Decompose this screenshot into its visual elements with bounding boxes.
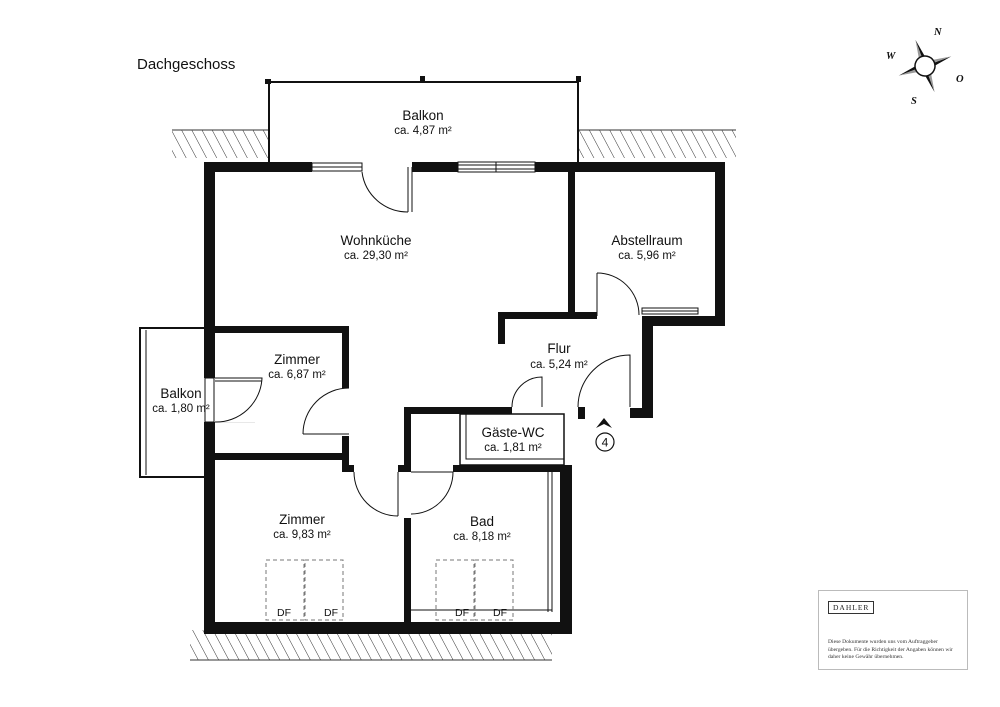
doors xyxy=(214,167,640,612)
room-area-gaeste-wc: ca. 1,81 m² xyxy=(484,442,542,454)
disclaimer-box: DAHLER Diese Dokumente wurden uns vom Au… xyxy=(818,590,968,670)
room-area-balkon-left: ca. 1,80 m² xyxy=(152,403,210,415)
compass-icon xyxy=(898,39,952,93)
room-name-wohnkueche: Wohnküche xyxy=(340,233,411,248)
plan-title: Dachgeschoss xyxy=(137,56,235,73)
wc-partition xyxy=(459,413,565,466)
entrance-arrow-icon xyxy=(596,418,612,428)
compass-label-w: W xyxy=(886,51,896,62)
room-area-wohnkueche: ca. 29,30 m² xyxy=(344,250,408,262)
room-area-zimmer-large: ca. 9,83 m² xyxy=(273,529,331,541)
room-name-balkon-top: Balkon xyxy=(402,108,443,123)
skylights xyxy=(265,559,514,621)
compass-label-s: S xyxy=(911,96,917,107)
skylight-label: DF xyxy=(324,607,338,619)
interior-walls xyxy=(215,172,597,622)
room-name-balkon-left: Balkon xyxy=(160,386,201,401)
room-name-zimmer-small: Zimmer xyxy=(274,352,320,367)
skylight-label: DF xyxy=(493,607,507,619)
compass-label-o: O xyxy=(956,74,964,85)
room-name-zimmer-large: Zimmer xyxy=(279,512,325,527)
entrance-number-circle xyxy=(595,432,615,452)
compass-label-n: N xyxy=(933,27,942,38)
room-name-bad: Bad xyxy=(470,514,494,529)
balcony-top-outline xyxy=(265,76,581,162)
compass-rose: N O S W xyxy=(886,27,964,107)
roof-hatching xyxy=(172,129,736,661)
room-area-zimmer-small: ca. 6,87 m² xyxy=(268,369,326,381)
entrance-marker: 4 xyxy=(595,418,615,452)
brand-logo: DAHLER xyxy=(828,601,875,614)
entrance-number: 4 xyxy=(602,436,609,450)
room-area-balkon-top: ca. 4,87 m² xyxy=(394,125,452,137)
exterior-walls xyxy=(204,162,725,634)
windows xyxy=(204,161,699,423)
skylight-label: DF xyxy=(455,607,469,619)
room-name-flur: Flur xyxy=(547,341,571,356)
skylight-labels: DF DF DF DF xyxy=(277,607,507,619)
room-labels: Balkon ca. 4,87 m² Wohnküche ca. 29,30 m… xyxy=(152,108,682,543)
skylight-label: DF xyxy=(277,607,291,619)
room-area-abstellraum: ca. 5,96 m² xyxy=(618,250,676,262)
room-name-abstellraum: Abstellraum xyxy=(611,233,682,248)
room-name-gaeste-wc: Gäste-WC xyxy=(481,425,544,440)
room-area-flur: ca. 5,24 m² xyxy=(530,359,588,371)
disclaimer-text: Diese Dokumente wurden uns vom Auftragge… xyxy=(828,639,953,661)
balcony-left-outline xyxy=(139,327,206,478)
room-area-bad: ca. 8,18 m² xyxy=(453,531,511,543)
